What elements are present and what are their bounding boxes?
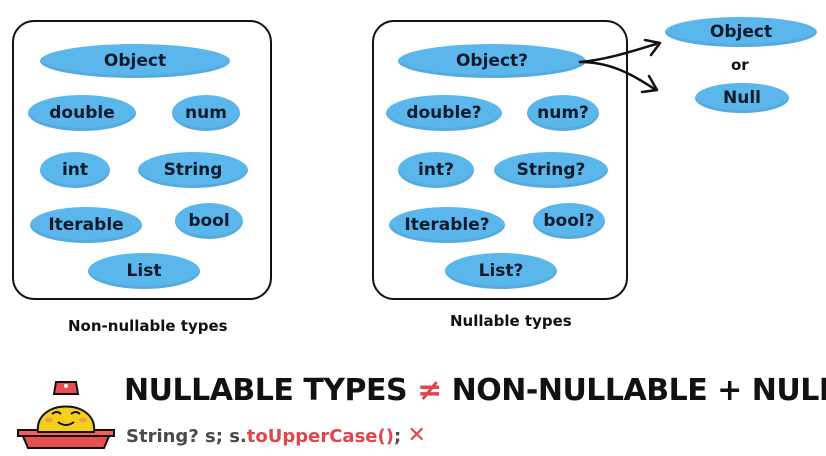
left-caption: Non-nullable types	[68, 317, 228, 335]
headline-right: NON-NULLABLE + NULL	[451, 373, 826, 408]
type-pill-bool-nullable: bool?	[533, 203, 605, 239]
type-pill-double: double	[28, 95, 136, 131]
cross-icon: ✕	[407, 423, 426, 448]
type-pill-list: List	[88, 253, 200, 289]
type-pill-bool: bool	[175, 203, 243, 239]
code-prefix: String? s; s.	[126, 426, 247, 447]
headline-left: NULLABLE TYPES	[124, 373, 408, 408]
type-pill-double-nullable: double?	[386, 95, 502, 131]
arrow-to-null	[578, 60, 658, 92]
type-pill-object-nullable: Object?	[398, 44, 586, 78]
type-pill-iterable-nullable: Iterable?	[389, 207, 505, 243]
headline: NULLABLE TYPES ≠ NON-NULLABLE + NULL	[124, 373, 826, 408]
type-pill-int: int	[40, 152, 110, 188]
type-pill-string: String	[138, 152, 248, 188]
branch-object-pill: Object	[665, 17, 817, 47]
arrowhead-object	[643, 38, 662, 57]
type-pill-list-nullable: List?	[445, 253, 557, 289]
type-pill-num: num	[172, 95, 240, 131]
type-pill-object: Object	[40, 44, 230, 78]
type-pill-string-nullable: String?	[494, 152, 608, 188]
type-pill-iterable: Iterable	[30, 207, 142, 243]
right-caption: Nullable types	[450, 312, 572, 330]
code-suffix: ;	[393, 426, 402, 447]
arrowhead-null	[640, 74, 659, 94]
code-call: toUpperCase()	[246, 426, 394, 447]
code-example: String? s; s.toUpperCase(); ✕	[126, 423, 426, 448]
dart-mascot-icon	[17, 381, 115, 449]
branch-null-pill: Null	[695, 83, 789, 113]
type-pill-num-nullable: num?	[527, 95, 599, 131]
type-pill-int-nullable: int?	[398, 152, 474, 188]
branch-or-text: or	[731, 56, 749, 74]
not-equal-symbol: ≠	[417, 373, 442, 408]
arrow-to-object	[578, 42, 658, 64]
